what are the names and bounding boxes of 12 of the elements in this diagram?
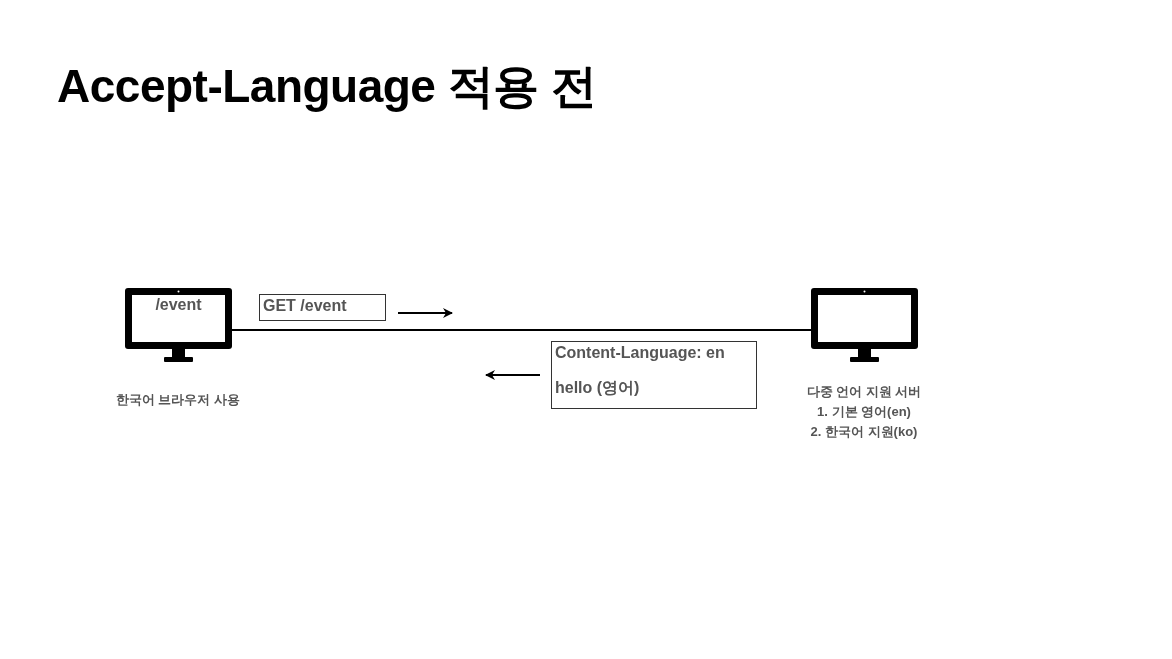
caption-line: 2. 한국어 지원(ko) xyxy=(809,423,919,441)
caption-text: 한국어 브라우저 사용 xyxy=(115,391,241,409)
message-text: hello (영어) xyxy=(555,378,641,398)
title: Accept-Language 적용 전 xyxy=(57,59,597,114)
connection-line xyxy=(232,328,811,332)
caption-line: 1. 기본 영어(en) xyxy=(816,403,912,421)
message-box xyxy=(551,341,757,409)
message-box xyxy=(259,294,386,321)
caption-line: 다중 언어 지원 서버 xyxy=(806,383,922,401)
message-text: Content-Language: en xyxy=(555,344,726,362)
message-text: GET /event xyxy=(263,297,348,315)
screen-label: /event xyxy=(154,296,203,314)
